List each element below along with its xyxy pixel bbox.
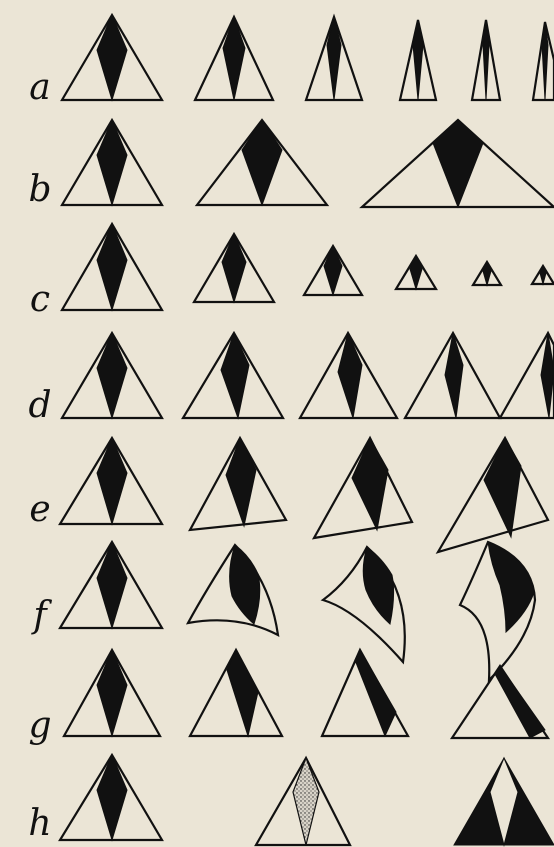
triangle-b2 <box>197 120 327 205</box>
figure-f3 <box>323 547 405 662</box>
row-a-figures <box>62 15 554 100</box>
triangle-h3 <box>454 758 554 845</box>
triangle-h1 <box>60 755 162 840</box>
triangle-g2 <box>190 650 282 736</box>
triangle-c1 <box>62 224 162 310</box>
triangle-g4 <box>452 666 548 738</box>
triangle-e3 <box>314 438 412 538</box>
triangle-a4 <box>400 20 436 100</box>
figure-f4 <box>460 542 535 680</box>
triangle-e1 <box>60 438 162 524</box>
triangle-d1 <box>62 333 162 418</box>
triangle-c5 <box>473 262 501 285</box>
triangle-b3 <box>362 120 554 207</box>
triangle-a2 <box>195 17 273 100</box>
row-e-figures <box>60 438 548 552</box>
figure-f2 <box>188 545 278 635</box>
triangle-a3 <box>306 17 362 100</box>
triangle-e2 <box>190 438 286 530</box>
row-h-figures <box>60 755 554 845</box>
row-f-figures <box>60 542 535 680</box>
row-g-figures <box>64 650 548 738</box>
triangle-d2 <box>183 333 283 418</box>
row-c-figures <box>62 224 554 310</box>
triangle-h2 <box>256 758 350 845</box>
triangle-d4 <box>405 333 500 418</box>
triangle-f1 <box>60 542 162 628</box>
triangle-d5 <box>500 333 554 418</box>
triangle-c6 <box>532 266 554 284</box>
triangle-a1 <box>62 15 162 100</box>
triangle-g3 <box>322 650 408 736</box>
triangle-a6 <box>533 22 554 100</box>
row-d-figures <box>62 333 554 418</box>
triangle-b1 <box>62 120 162 205</box>
triangle-c4 <box>396 256 436 289</box>
triangle-c2 <box>194 234 274 302</box>
triangle-d3 <box>300 333 397 418</box>
triangle-g1 <box>64 650 160 736</box>
triangle-c3 <box>304 246 362 295</box>
triangle-a5 <box>472 20 500 100</box>
row-b-figures <box>62 120 554 207</box>
triangle-e4 <box>438 438 548 552</box>
